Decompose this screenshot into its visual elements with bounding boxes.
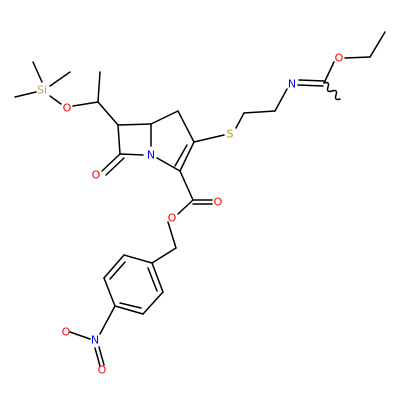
bond — [103, 254, 125, 279]
bond — [97, 101, 119, 126]
atom-o-nitro-2: O — [98, 364, 107, 377]
bond — [177, 199, 194, 215]
bond — [69, 331, 91, 340]
bonds — [14, 31, 386, 367]
atom-labels: Si O O N S N O O O N O O — [37, 52, 344, 377]
atom-o-tms: O — [63, 102, 72, 115]
bond — [49, 71, 71, 87]
bond — [119, 302, 142, 309]
atom-n-ring: N — [147, 149, 155, 162]
bond — [150, 110, 179, 125]
bond — [119, 153, 144, 156]
bond — [297, 84, 324, 87]
bond — [156, 157, 181, 172]
atom-n-imidate: N — [288, 78, 296, 91]
bond — [99, 305, 116, 335]
atom-si: Si — [37, 84, 47, 97]
bond — [177, 110, 195, 143]
bond — [49, 95, 62, 105]
bond — [32, 61, 43, 83]
bond — [344, 56, 371, 59]
bond — [151, 247, 177, 264]
bond — [105, 157, 125, 176]
bond — [117, 124, 121, 155]
bond — [167, 221, 177, 249]
bond — [97, 71, 101, 103]
bond — [142, 291, 164, 315]
bond — [147, 267, 158, 292]
bond — [94, 347, 101, 367]
atom-o-nitro-1: O — [62, 326, 71, 339]
bond — [243, 110, 276, 114]
bond — [109, 261, 126, 280]
bond — [123, 254, 153, 264]
bond — [193, 134, 225, 143]
bond — [14, 91, 37, 98]
bond — [179, 170, 194, 201]
bond — [369, 31, 386, 58]
atom-n-nitro: N — [91, 334, 99, 347]
atom-o-ester-carbonyl: O — [214, 196, 223, 209]
atom-o-ester: O — [168, 212, 177, 225]
atom-s: S — [227, 128, 234, 141]
bond — [298, 79, 325, 82]
bond — [101, 153, 121, 172]
bond-wavy — [323, 81, 341, 101]
bond — [117, 123, 152, 126]
bond — [72, 101, 99, 107]
bond — [98, 346, 105, 366]
bond — [235, 112, 245, 129]
atom-o-ether: O — [335, 52, 344, 65]
bond — [114, 305, 144, 315]
atom-o-lactam: O — [92, 169, 101, 182]
bond — [151, 262, 164, 293]
bond — [323, 61, 335, 84]
bond — [174, 144, 188, 167]
bond — [274, 88, 288, 112]
bond — [103, 277, 116, 307]
bond — [179, 141, 195, 172]
